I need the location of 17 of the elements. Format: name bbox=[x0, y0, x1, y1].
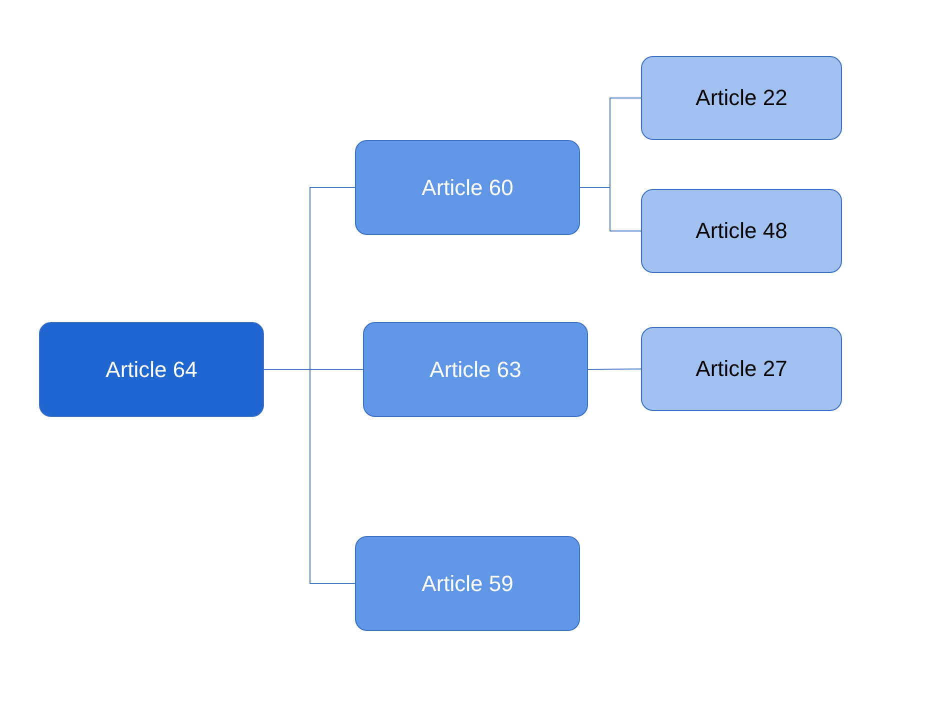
node-label: Article 64 bbox=[106, 356, 198, 382]
node-label: Article 59 bbox=[422, 570, 514, 596]
node-label: Article 48 bbox=[696, 218, 788, 244]
article-box bbox=[39, 322, 264, 417]
article-box bbox=[363, 322, 588, 417]
node-label: Article 22 bbox=[696, 85, 788, 111]
node-label: Article 60 bbox=[422, 174, 514, 200]
article-box bbox=[355, 140, 580, 235]
article-box bbox=[641, 189, 842, 273]
node-label: Article 63 bbox=[430, 356, 522, 382]
article-box bbox=[355, 536, 580, 631]
node-label: Article 27 bbox=[696, 356, 788, 382]
connector-line bbox=[264, 369, 356, 584]
connector-line bbox=[588, 368, 642, 370]
article-box bbox=[641, 56, 842, 140]
article-box bbox=[641, 327, 842, 411]
connector-line bbox=[580, 187, 642, 232]
